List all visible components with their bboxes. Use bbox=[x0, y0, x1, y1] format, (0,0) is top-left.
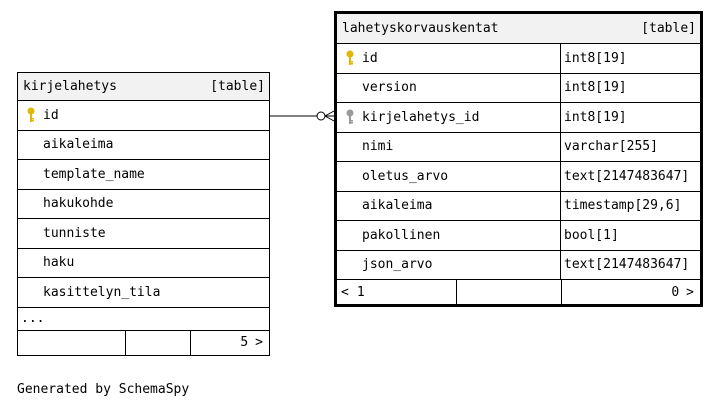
column-row-aikaleima[interactable]: aikaleima bbox=[18, 131, 269, 160]
column-row-kasittelyn-tila[interactable]: kasittelyn_tila bbox=[18, 278, 269, 308]
parents-count: 1 bbox=[356, 284, 365, 300]
column-name: json_arvo bbox=[362, 257, 433, 273]
column-type: text[2147483647] bbox=[564, 168, 690, 184]
column-name: haku bbox=[43, 255, 75, 271]
chevron-right-icon[interactable]: > bbox=[255, 335, 263, 350]
column-type: bool[1] bbox=[564, 227, 619, 243]
column-name: pakollinen bbox=[362, 227, 441, 243]
table-kind: [table] bbox=[641, 21, 696, 36]
column-row-kirjelahetys-id[interactable]: kirjelahetys_id int8[19] bbox=[337, 103, 700, 133]
generated-by-label: Generated by SchemaSpy bbox=[17, 382, 190, 397]
table-header: lahetyskorvauskentat [table] bbox=[337, 14, 700, 44]
column-row-id[interactable]: id int8[19] bbox=[337, 44, 700, 74]
column-name: kirjelahetys_id bbox=[362, 109, 480, 125]
column-name: hakukohde bbox=[43, 196, 114, 212]
column-type: int8[19] bbox=[564, 109, 627, 125]
column-type: varchar[255] bbox=[564, 139, 658, 155]
table-footer: < 1 0 > bbox=[337, 280, 700, 304]
column-name: aikaleima bbox=[43, 137, 114, 153]
column-row-aikaleima[interactable]: aikaleima timestamp[29,6] bbox=[337, 191, 700, 221]
column-row-haku[interactable]: haku bbox=[18, 249, 269, 278]
column-name: oletus_arvo bbox=[362, 168, 449, 184]
table-kirjelahetys[interactable]: kirjelahetys [table] id aikaleima templa… bbox=[17, 72, 270, 356]
column-row-json-arvo[interactable]: json_arvo text[2147483647] bbox=[337, 250, 700, 280]
primary-key-icon bbox=[18, 107, 43, 123]
column-name: id bbox=[362, 50, 378, 66]
column-row-pakollinen[interactable]: pakollinen bool[1] bbox=[337, 221, 700, 251]
column-type: timestamp[29,6] bbox=[564, 198, 682, 214]
children-count: 0 bbox=[671, 284, 680, 300]
crowfoot-upper bbox=[324, 110, 335, 117]
column-row-hakukohde[interactable]: hakukohde bbox=[18, 190, 269, 219]
column-name: aikaleima bbox=[362, 198, 433, 214]
children-count: 5 bbox=[240, 335, 249, 350]
column-row-nimi[interactable]: nimi varchar[255] bbox=[337, 132, 700, 162]
column-name: kasittelyn_tila bbox=[43, 284, 161, 300]
column-type: int8[19] bbox=[564, 50, 627, 66]
table-name: lahetyskorvauskentat bbox=[342, 21, 499, 36]
table-lahetyskorvauskentat[interactable]: lahetyskorvauskentat [table] id int8[19]… bbox=[334, 11, 703, 307]
column-row-tunniste[interactable]: tunniste bbox=[18, 219, 269, 249]
chevron-right-icon[interactable]: > bbox=[686, 284, 694, 300]
table-footer: 5 > bbox=[18, 330, 269, 355]
column-name: version bbox=[362, 80, 417, 96]
column-row-id[interactable]: id bbox=[18, 101, 269, 131]
column-name: template_name bbox=[43, 166, 145, 182]
column-row-template-name[interactable]: template_name bbox=[18, 160, 269, 190]
more-columns-indicator: ... bbox=[18, 308, 269, 331]
table-name: kirjelahetys bbox=[23, 79, 117, 94]
table-kind: [table] bbox=[210, 79, 265, 94]
primary-key-icon bbox=[337, 50, 362, 66]
column-name: id bbox=[43, 107, 59, 123]
chevron-left-icon[interactable]: < bbox=[341, 284, 349, 300]
table-header: kirjelahetys [table] bbox=[18, 73, 269, 101]
column-type: text[2147483647] bbox=[564, 257, 690, 273]
crowfoot-lower bbox=[324, 115, 335, 122]
foreign-key-icon bbox=[337, 109, 362, 125]
column-row-oletus-arvo[interactable]: oletus_arvo text[2147483647] bbox=[337, 162, 700, 192]
relationship-optional-circle bbox=[316, 111, 326, 121]
column-name: tunniste bbox=[43, 225, 106, 241]
column-name: nimi bbox=[362, 139, 394, 155]
column-row-version[interactable]: version int8[19] bbox=[337, 73, 700, 103]
column-type: int8[19] bbox=[564, 80, 627, 96]
